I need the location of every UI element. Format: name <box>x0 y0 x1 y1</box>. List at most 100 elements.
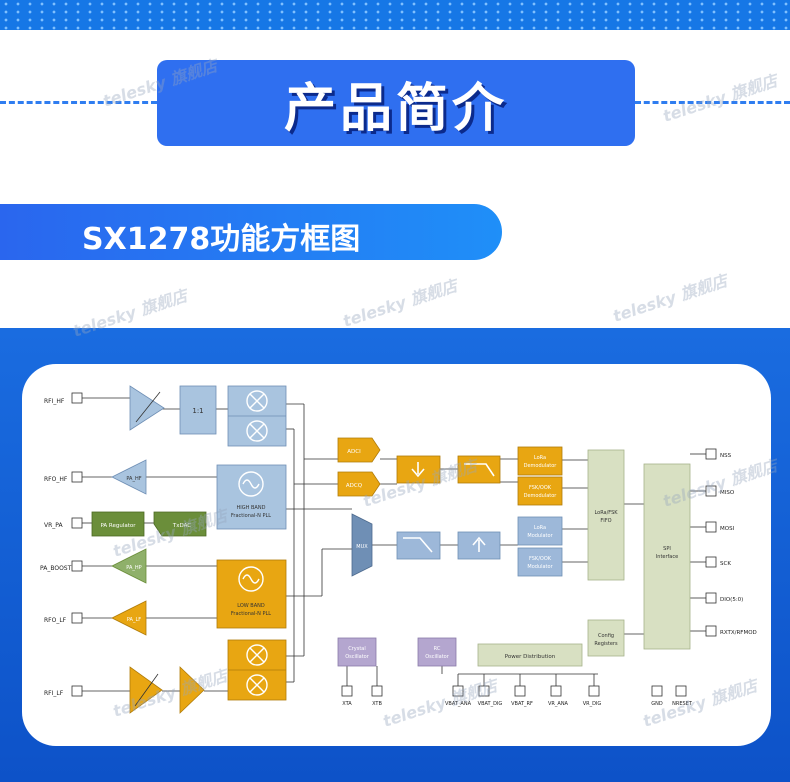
svg-text:SPI: SPI <box>663 546 671 552</box>
svg-text:RXTX/RFMOD: RXTX/RFMOD <box>720 630 757 636</box>
svg-text:VBAT_ANA: VBAT_ANA <box>445 701 472 707</box>
pin-vr-ana: VR_ANA <box>548 685 569 707</box>
svg-text:PA_BOOST: PA_BOOST <box>40 565 72 572</box>
svg-text:FIFO: FIFO <box>600 518 611 524</box>
pin-rfi-lf: RFI_LF <box>44 685 83 697</box>
pin-nreset: NRESET <box>672 685 693 707</box>
pin-vr-dig: VR_DIG <box>583 685 602 707</box>
pin-pa-boost: PA_BOOST <box>40 560 83 572</box>
top-decorative-band <box>0 0 790 30</box>
svg-text:PA_HP: PA_HP <box>126 565 141 571</box>
svg-text:VR_DIG: VR_DIG <box>583 701 602 707</box>
svg-text:HIGH BAND: HIGH BAND <box>237 505 266 511</box>
svg-text:XTA: XTA <box>342 701 352 707</box>
svg-text:MISO: MISO <box>720 490 735 496</box>
svg-text:ADCI: ADCI <box>347 449 361 455</box>
svg-text:MUX: MUX <box>356 544 368 550</box>
pin-vr-pa: VR_PA <box>44 517 83 529</box>
interpolation-block <box>457 531 501 560</box>
svg-text:Power Distribution: Power Distribution <box>505 654 556 660</box>
lf-buffer-amplifier <box>179 666 205 714</box>
svg-text:PA_LF: PA_LF <box>127 617 141 623</box>
svg-text:RFO_LF: RFO_LF <box>44 617 67 624</box>
hf-mixers <box>227 385 287 447</box>
pin-rfo-lf: RFO_LF <box>44 612 83 624</box>
power-distribution: Power Distribution <box>477 643 583 667</box>
pin-xtb: XTB <box>371 685 382 707</box>
pa-lf-amplifier: PA_LF <box>111 600 147 636</box>
mux-block: MUX <box>351 513 373 577</box>
pin-nss: NSS <box>705 448 732 460</box>
sx1278-block-diagram: RFI_HF RFO_HF VR_PA PA_BOOST RFO_LF RFI_… <box>40 385 757 714</box>
fsk-ook-demodulator: FSK/OOK Demodulator <box>517 476 563 506</box>
svg-text:VBAT_RF: VBAT_RF <box>511 701 533 707</box>
svg-text:Crystal: Crystal <box>348 646 366 652</box>
svg-text:MOSI: MOSI <box>720 526 735 532</box>
high-band-pll: HIGH BAND Fractional-N PLL <box>216 464 287 530</box>
svg-text:LoRa/FSK: LoRa/FSK <box>594 510 618 516</box>
svg-text:SCK: SCK <box>720 561 731 567</box>
pin-mosi: MOSI <box>705 521 735 533</box>
svg-text:Fractional-N PLL: Fractional-N PLL <box>231 611 271 617</box>
spi-interface: SPI Interface <box>643 463 691 650</box>
fsk-ook-modulator: FSK/OOK Modulator <box>517 547 563 577</box>
svg-text:Oscillator: Oscillator <box>425 654 450 660</box>
svg-text:RFO_HF: RFO_HF <box>44 476 68 483</box>
pa-hf-amplifier: PA_HF <box>111 459 147 495</box>
right-dashed-divider <box>635 101 790 104</box>
rx-filter-block <box>457 455 501 484</box>
txdac-block: TxDAC <box>153 511 207 537</box>
svg-text:LoRa: LoRa <box>534 525 546 531</box>
svg-text:DIO(5:0): DIO(5:0) <box>720 597 743 603</box>
svg-text:FSK/OOK: FSK/OOK <box>529 556 552 562</box>
svg-text:RC: RC <box>434 646 441 652</box>
watermark: telesky 旗舰店 <box>660 71 780 126</box>
pin-sck: SCK <box>705 556 731 568</box>
block-diagram-card: RFI_HF RFO_HF VR_PA PA_BOOST RFO_LF RFI_… <box>22 364 771 746</box>
lora-modulator: LoRa Modulator <box>517 516 563 546</box>
svg-text:PA Regulator: PA Regulator <box>100 523 136 529</box>
adci-block: ADCI <box>337 437 381 463</box>
pin-xta: XTA <box>341 685 353 707</box>
page-title: 产品简介 <box>283 78 508 139</box>
lora-demodulator: LoRa Demodulator <box>517 446 563 476</box>
pa-hp-amplifier: PA_HP <box>111 548 147 584</box>
pin-vbat-ana: VBAT_ANA <box>445 685 472 707</box>
lna-hf-amplifier <box>129 385 165 431</box>
svg-text:TxDAC: TxDAC <box>172 523 191 529</box>
svg-text:NRESET: NRESET <box>672 701 693 707</box>
svg-text:Demodulator: Demodulator <box>524 493 558 499</box>
svg-text:NSS: NSS <box>720 453 732 459</box>
rc-oscillator: RC Oscillator <box>417 637 457 667</box>
pin-rfo-hf: RFO_HF <box>44 471 83 483</box>
pin-vbat-dig: VBAT_DIG <box>478 685 502 707</box>
config-registers: Config Registers <box>587 619 625 657</box>
svg-text:Fractional-N PLL: Fractional-N PLL <box>231 513 271 519</box>
svg-text:Modulator: Modulator <box>527 533 553 539</box>
pin-gnd: GND <box>651 685 663 707</box>
svg-text:Demodulator: Demodulator <box>524 463 558 469</box>
pin-miso: MISO <box>705 485 735 497</box>
svg-text:RFI_LF: RFI_LF <box>44 690 64 697</box>
low-band-pll: LOW BAND Fractional-N PLL <box>216 559 287 629</box>
lna-lf-amplifier <box>129 666 163 714</box>
svg-text:Interface: Interface <box>656 554 678 560</box>
svg-text:LoRa: LoRa <box>534 455 546 461</box>
product-intro-banner: 产品简介 <box>157 60 635 146</box>
section-bar <box>0 204 502 260</box>
left-dashed-divider <box>0 101 157 104</box>
balun-block: 1:1 <box>179 385 217 435</box>
svg-text:FSK/OOK: FSK/OOK <box>529 485 552 491</box>
pin-rfi-hf: RFI_HF <box>44 392 83 405</box>
svg-text:Modulator: Modulator <box>527 564 553 570</box>
section-title: SX1278功能方框图 <box>82 222 361 257</box>
decimation-block <box>396 455 441 484</box>
svg-text:1:1: 1:1 <box>192 407 203 415</box>
svg-text:Registers: Registers <box>594 641 618 647</box>
svg-text:Oscillator: Oscillator <box>345 654 370 660</box>
svg-text:Config: Config <box>598 633 614 639</box>
svg-text:XTB: XTB <box>372 701 382 707</box>
pin-vbat-rf: VBAT_RF <box>511 685 533 707</box>
pin-rxtx-rfmod: RXTX/RFMOD <box>705 625 757 637</box>
svg-text:PA_HF: PA_HF <box>126 476 141 482</box>
